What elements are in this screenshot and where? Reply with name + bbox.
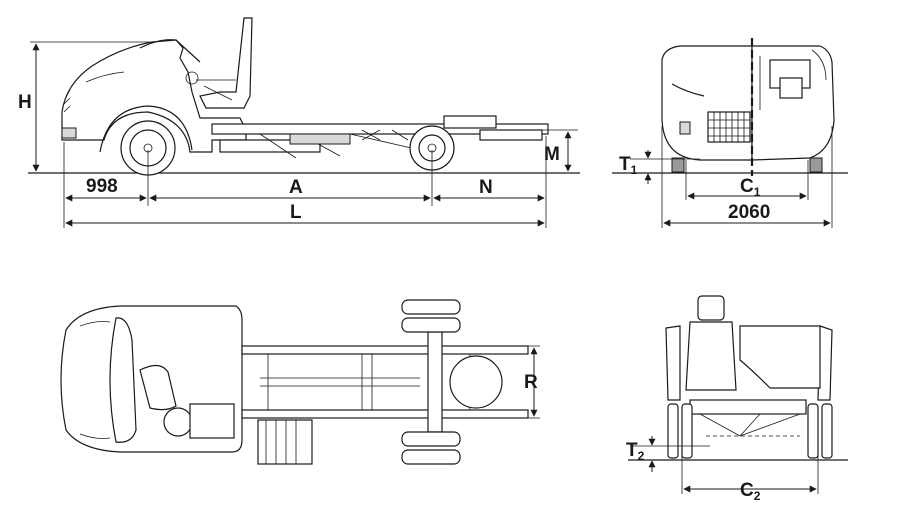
dimension-label-front-overhang: 998 bbox=[86, 176, 118, 197]
front-grille-mesh bbox=[708, 112, 750, 142]
top-rear-axle-housing bbox=[427, 331, 443, 433]
side-roof-edge bbox=[139, 39, 201, 63]
dimension-label-overall-width: 2060 bbox=[728, 202, 770, 223]
top-rear-tyre-outer-left bbox=[401, 299, 461, 315]
top-fuel-tank-ribs bbox=[265, 420, 297, 464]
dimension-label-a: A bbox=[289, 177, 303, 198]
dimension-label-c2: C2 bbox=[740, 480, 761, 503]
front-fog-light bbox=[679, 121, 691, 135]
front-view: T1 C1 2060 bbox=[612, 38, 848, 228]
rear-frame bbox=[689, 399, 807, 415]
rear-tyre-right-outer bbox=[821, 403, 833, 459]
rear-dashboard bbox=[739, 325, 821, 389]
front-cab-body bbox=[661, 45, 753, 161]
front-left-tyre bbox=[671, 157, 685, 173]
front-dash-lines bbox=[759, 49, 827, 110]
top-crossmembers bbox=[267, 354, 471, 410]
top-rear-tyre-inner-left bbox=[401, 317, 461, 333]
front-dash-radio bbox=[779, 77, 803, 99]
side-frame-rail-upper bbox=[211, 123, 549, 135]
rear-cab-left bbox=[665, 325, 681, 401]
front-headlight bbox=[671, 83, 705, 97]
side-frame-bracing bbox=[361, 129, 409, 141]
rear-tyre-left-outer bbox=[667, 403, 679, 459]
top-steering-wheel bbox=[163, 407, 193, 437]
side-seat bbox=[199, 17, 253, 109]
dimension-label-t2: T2 bbox=[626, 440, 645, 463]
side-rear-spring bbox=[443, 115, 497, 129]
front-right-tyre bbox=[809, 157, 823, 173]
dimension-label-m: M bbox=[544, 144, 560, 165]
dimension-label-h: H bbox=[18, 92, 32, 113]
dimension-label-n: N bbox=[479, 177, 493, 198]
top-frame-rail-right bbox=[241, 409, 529, 419]
top-cab-lines bbox=[79, 321, 111, 439]
side-view: H M 998 A N L bbox=[18, 17, 580, 228]
top-view: R bbox=[60, 299, 540, 465]
rear-headrest bbox=[697, 295, 725, 321]
top-spare-wheel bbox=[449, 355, 503, 409]
top-seat bbox=[139, 364, 177, 411]
rear-axle-links bbox=[699, 413, 801, 437]
side-steering-wheel bbox=[185, 71, 199, 85]
top-fuel-tank bbox=[257, 419, 313, 465]
top-rear-tyre-outer-right bbox=[401, 449, 461, 465]
front-grille bbox=[707, 111, 751, 143]
top-windscreen bbox=[109, 317, 137, 443]
rear-view: T2 C2 bbox=[626, 295, 848, 503]
dimension-label-l: L bbox=[290, 202, 302, 223]
top-driveshaft bbox=[260, 377, 420, 387]
front-dash-panel bbox=[769, 59, 811, 89]
rear-seat-back bbox=[685, 321, 737, 391]
top-floor-panel bbox=[189, 403, 235, 439]
side-hood-line bbox=[85, 71, 125, 83]
side-cab-body bbox=[61, 39, 247, 153]
side-bumper bbox=[61, 127, 77, 139]
side-grille-lines bbox=[63, 89, 71, 113]
side-front-wheel-arch bbox=[99, 105, 193, 153]
rear-tyre-left-inner bbox=[681, 403, 693, 459]
side-fuel-tank bbox=[289, 133, 351, 145]
side-steering bbox=[196, 79, 236, 101]
top-frame-rail-left bbox=[241, 345, 529, 355]
dimension-label-c1: C1 bbox=[740, 176, 761, 199]
rear-tyre-right-inner bbox=[807, 403, 819, 459]
dimension-label-t1: T1 bbox=[619, 154, 638, 177]
side-rear-frame-end bbox=[479, 129, 543, 141]
top-rear-tyre-inner-right bbox=[401, 431, 461, 447]
dimension-label-r: R bbox=[524, 372, 538, 393]
